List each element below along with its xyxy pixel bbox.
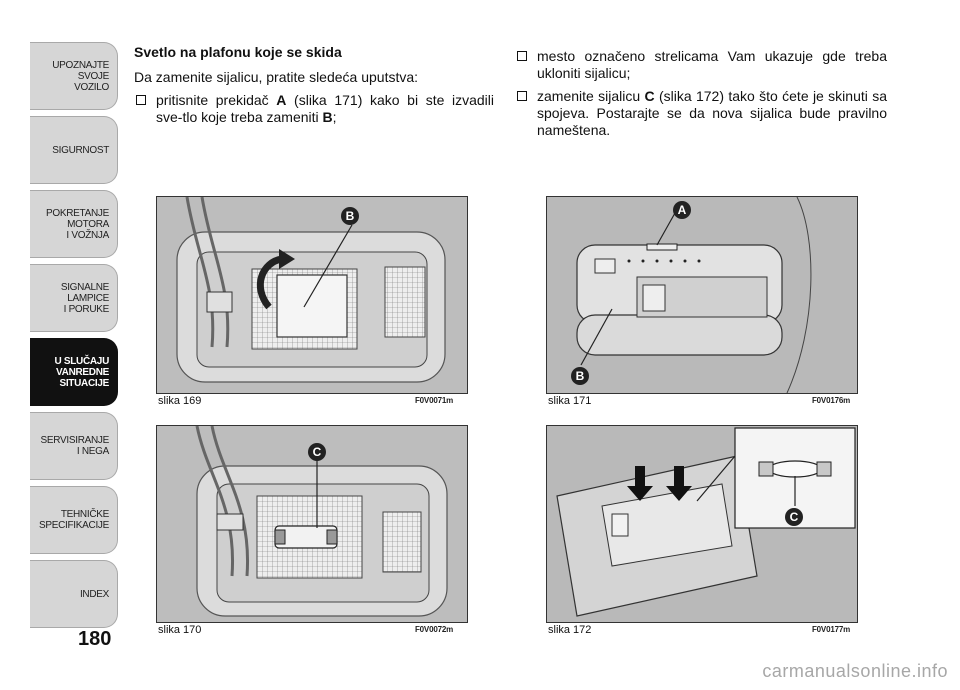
bullet-item: zamenite sijalicu C (slika 172) tako što… (515, 88, 887, 139)
checkbox-bullet-icon (517, 91, 527, 101)
checkbox-bullet-icon (136, 95, 146, 105)
label-b-marker: B (341, 207, 359, 225)
figure-169-code: F0V0071m (415, 396, 453, 405)
watermark-text: carmanualsonline.info (762, 661, 948, 681)
label-c-marker: C (785, 508, 803, 526)
label-c-marker: C (308, 443, 326, 461)
figure-170-caption: slika 170 (158, 624, 202, 636)
label-a-marker: A (673, 201, 691, 219)
tab-vanredne-situacije[interactable]: U SLUČAJU VANREDNE SITUACIJE (30, 338, 118, 406)
ceiling-light-housing-drawing (176, 197, 446, 383)
bullet-item: pritisnite prekidač A (slika 171) kako b… (134, 92, 494, 126)
bullet-item: mesto označeno strelicama Vam ukazuje gd… (515, 48, 887, 82)
tab-index[interactable]: INDEX (30, 560, 118, 628)
ceiling-light-removal-drawing (547, 197, 857, 393)
figure-171-caption: slika 171 (548, 395, 592, 407)
right-text-column: mesto označeno strelicama Vam ukazuje gd… (515, 48, 887, 145)
figure-172-caption: slika 172 (548, 624, 592, 636)
figure-170-code: F0V0072m (415, 625, 453, 634)
tab-pokretanje-motora[interactable]: POKRETANJE MOTORA I VOŽNJA (30, 190, 118, 258)
figure-170-illustration: C (156, 425, 468, 623)
figure-169-illustration: B (156, 196, 468, 394)
left-text-column: Svetlo na plafonu koje se skida Da zamen… (134, 44, 494, 132)
checkbox-bullet-icon (517, 51, 527, 61)
tab-signalne-lampice[interactable]: SIGNALNE LAMPICE I PORUKE (30, 264, 118, 332)
intro-paragraph: Da zamenite sijalicu, pratite sledeća up… (134, 69, 419, 85)
section-heading: Svetlo na plafonu koje se skida (134, 44, 342, 60)
bulb-in-housing-drawing (195, 426, 448, 617)
figure-172-code: F0V0177m (812, 625, 850, 634)
tab-sigurnost[interactable]: SIGURNOST (30, 116, 118, 184)
figure-169-caption: slika 169 (158, 395, 202, 407)
chapter-sidebar: UPOZNAJTE SVOJE VOZILO SIGURNOST POKRETA… (0, 20, 122, 628)
tab-servisiranje[interactable]: SERVISIRANJE I NEGA (30, 412, 118, 480)
tab-tehnicke-specifikacije[interactable]: TEHNIČKE SPECIFIKACIJE (30, 486, 118, 554)
bulb-removal-drawing (547, 426, 857, 622)
figure-171-code: F0V0176m (812, 396, 850, 405)
tab-upoznajte-svoje-vozilo[interactable]: UPOZNAJTE SVOJE VOZILO (30, 42, 118, 110)
label-b-marker: B (571, 367, 589, 385)
figure-171-illustration: A B (546, 196, 858, 394)
page-number: 180 (78, 628, 112, 650)
figure-172-illustration: C (546, 425, 858, 623)
